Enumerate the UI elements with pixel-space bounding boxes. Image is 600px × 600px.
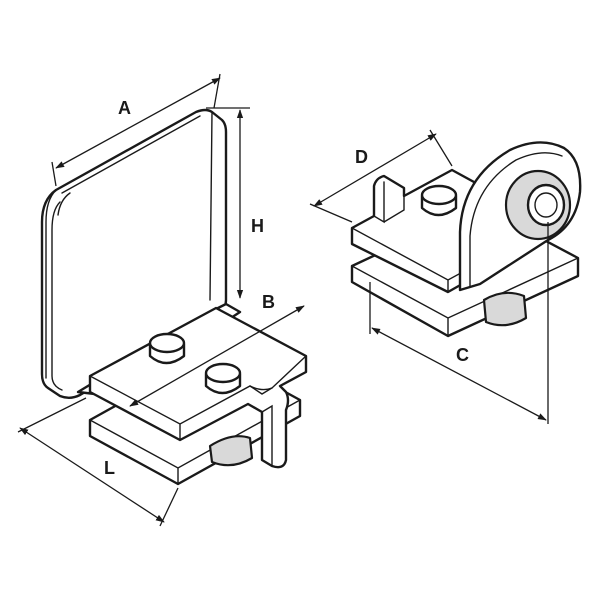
clevis-bolt-head bbox=[420, 184, 458, 217]
dimension-l-label: L bbox=[104, 458, 115, 478]
dimension-a-label: A bbox=[118, 98, 131, 118]
dimension-d-line bbox=[313, 133, 437, 207]
dimension-c-line bbox=[371, 327, 547, 421]
lower-nut bbox=[208, 435, 254, 467]
dimension-b-label: B bbox=[262, 292, 275, 312]
dimension-lines bbox=[17, 73, 549, 527]
dimension-a-line bbox=[55, 77, 221, 169]
dimension-b-line bbox=[129, 305, 305, 407]
dimension-c-label: C bbox=[456, 345, 469, 365]
bolt-head-2 bbox=[204, 362, 242, 395]
clevis-nut bbox=[482, 291, 528, 327]
dimension-l-line bbox=[19, 427, 165, 523]
clevis-bracket-assembly bbox=[350, 141, 582, 338]
dimension-h-label: H bbox=[251, 216, 264, 236]
bolt-head-1 bbox=[148, 332, 186, 365]
dimension-d-label: D bbox=[355, 147, 368, 167]
clevis-pin bbox=[504, 169, 572, 241]
